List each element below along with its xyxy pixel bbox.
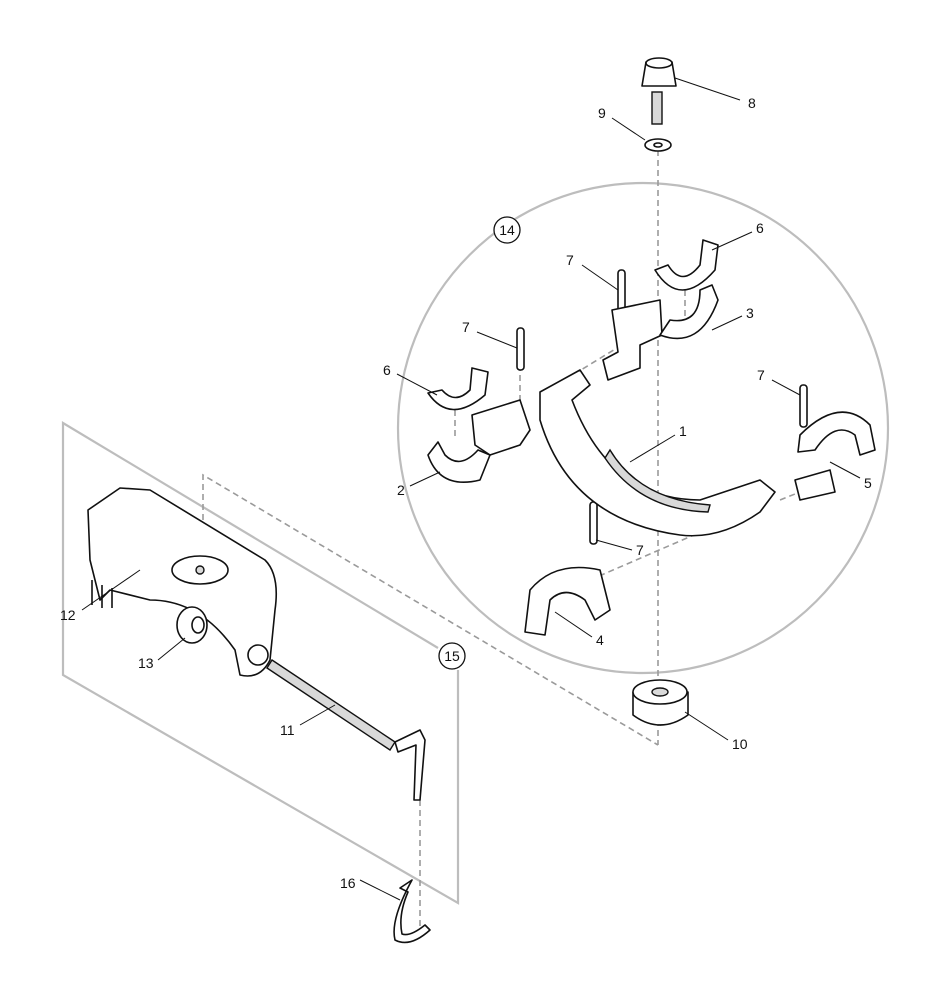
callout-9: 9 [598, 105, 606, 121]
leader-lines [81, 77, 861, 901]
part-16-clip [393, 879, 431, 944]
part-5-clamp-holder [794, 411, 876, 501]
part-13-knob [176, 606, 208, 644]
part-6-left-cradle [427, 367, 489, 411]
part-6-upper-cradle [654, 239, 719, 291]
group-14-outline [396, 181, 890, 675]
part-7-pin [516, 327, 525, 371]
callout-1: 1 [679, 423, 687, 439]
part-7-pin [589, 501, 598, 545]
callout-5: 5 [864, 475, 872, 491]
callout-6: 6 [383, 362, 391, 378]
group-15-label: 15 [444, 648, 460, 664]
part-11-threaded-rod [266, 659, 426, 801]
part-1-main-frame [539, 369, 776, 537]
callout-6: 6 [756, 220, 764, 236]
part-8-thumb-screw [641, 57, 677, 125]
callout-7: 7 [636, 542, 644, 558]
part-4-clamp-holder [524, 566, 611, 636]
callout-12: 12 [60, 607, 76, 623]
callout-8: 8 [748, 95, 756, 111]
part-7-pin [799, 384, 808, 428]
part-7-pin [617, 269, 626, 313]
part-3-clamp-holder [602, 284, 719, 381]
part-2-clamp-holder [427, 399, 531, 484]
callout-10: 10 [732, 736, 748, 752]
group-14-badge [493, 216, 521, 244]
callout-16: 16 [340, 875, 356, 891]
callout-11: 11 [280, 722, 295, 738]
callout-3: 3 [746, 305, 754, 321]
callout-7: 7 [566, 252, 574, 268]
group-15-outline [61, 421, 460, 905]
part-10-nut [632, 679, 689, 726]
part-9-washer [644, 138, 672, 152]
group-15-badge [438, 642, 466, 670]
callout-4: 4 [596, 632, 604, 648]
callout-13: 13 [138, 655, 154, 671]
callout-2: 2 [397, 482, 405, 498]
callout-7: 7 [757, 367, 765, 383]
part-12-body [87, 487, 278, 677]
group-14-label: 14 [499, 222, 515, 238]
callout-7: 7 [462, 319, 470, 335]
